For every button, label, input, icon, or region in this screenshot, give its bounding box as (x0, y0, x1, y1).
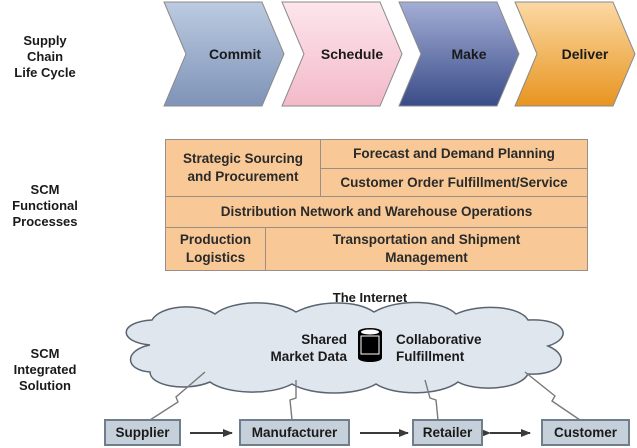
connector-customer (524, 371, 581, 421)
lifecycle-chevrons: Commit Schedule Make Deliver (163, 1, 636, 107)
chevron-make (398, 1, 520, 107)
lifecycle-step-make: Make (451, 46, 486, 62)
box-transportation: Transportation and Shipment Management (265, 227, 588, 271)
box-distribution-network: Distribution Network and Warehouse Opera… (165, 196, 588, 228)
node-retailer: Retailer (412, 419, 483, 446)
node-supplier-label: Supplier (115, 425, 170, 440)
chevron-schedule (281, 1, 403, 107)
lifecycle-step-commit: Commit (209, 46, 261, 62)
chevron-commit (163, 1, 285, 107)
connector-retailer (424, 379, 439, 421)
row-label-functional: SCM Functional Processes (12, 182, 78, 229)
row-label-integrated: SCM Integrated Solution (13, 346, 77, 393)
box-forecast-planning: Forecast and Demand Planning (320, 139, 588, 169)
node-customer-label: Customer (553, 425, 617, 440)
chevron-deliver (514, 1, 636, 107)
internet-cloud (125, 301, 564, 394)
database-icon (358, 328, 382, 362)
node-manufacturer-label: Manufacturer (251, 425, 338, 440)
connector-manufacturer (289, 380, 297, 421)
internet-label: The Internet (332, 290, 408, 305)
connector-supplier (149, 371, 206, 421)
shared-market-data-label: Shared Market Data (270, 332, 347, 364)
node-supplier: Supplier (104, 419, 181, 446)
lifecycle-step-deliver: Deliver (562, 46, 609, 62)
collaborative-fulfillment-label: Collaborative Fulfillment (396, 332, 482, 364)
node-customer: Customer (541, 419, 630, 446)
row-label-lifecycle: Supply Chain Life Cycle (14, 33, 76, 80)
box-production-logistics: Production Logistics (165, 227, 266, 271)
node-manufacturer: Manufacturer (239, 419, 350, 446)
node-retailer-label: Retailer (422, 425, 473, 440)
lifecycle-step-schedule: Schedule (321, 46, 383, 62)
